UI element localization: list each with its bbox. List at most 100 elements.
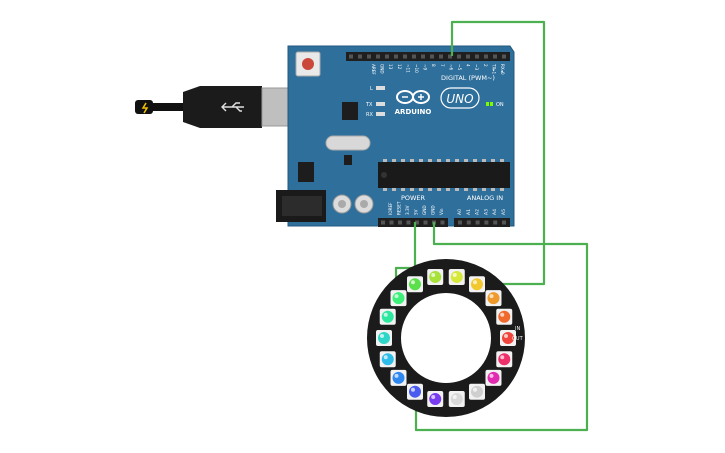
digital-hole[interactable]	[475, 54, 479, 59]
chip-notch	[381, 172, 387, 178]
digital-hole[interactable]	[349, 54, 353, 59]
led-rx	[376, 112, 385, 116]
chip-pin	[455, 188, 459, 191]
power-hole[interactable]	[415, 220, 419, 225]
capacitor-2-top	[360, 200, 368, 208]
pixel-shine	[383, 355, 388, 360]
digital-pin-label: ~6	[448, 64, 453, 71]
led-l-label: L	[370, 86, 373, 92]
chip-pin	[383, 159, 387, 162]
pixel-led[interactable]	[381, 310, 394, 323]
digital-pin-label: 13	[388, 64, 393, 70]
power-header	[378, 218, 448, 227]
digital-pin-label: GND	[380, 64, 385, 74]
power-jack-inner	[282, 196, 322, 216]
usb-icon	[221, 102, 244, 112]
digital-hole[interactable]	[493, 54, 497, 59]
digital-hole[interactable]	[466, 54, 470, 59]
power-hole[interactable]	[398, 220, 402, 225]
power-pin-label: Vin	[439, 208, 444, 215]
pixel-led[interactable]	[429, 270, 442, 283]
arduino-logo-icon	[396, 90, 430, 104]
chip-pin	[482, 188, 486, 191]
pixel-led[interactable]	[471, 385, 483, 398]
power-hole[interactable]	[440, 220, 445, 225]
digital-hole[interactable]	[457, 54, 461, 59]
analog-hole[interactable]	[502, 220, 506, 225]
digital-hole[interactable]	[403, 54, 407, 59]
chip-pin	[500, 188, 504, 191]
uno-badge	[440, 87, 480, 109]
pixel-led[interactable]	[381, 353, 394, 366]
on-led-2	[490, 102, 493, 106]
pixel-led[interactable]	[392, 292, 405, 305]
pixel-led[interactable]	[498, 310, 511, 323]
ring-in-label: IN	[515, 326, 520, 332]
neopixel-ring[interactable]: IN OUT	[367, 259, 525, 417]
digital-hole[interactable]	[385, 54, 389, 59]
pixel-led[interactable]	[409, 385, 421, 398]
led-tx	[376, 102, 385, 106]
chip-pin	[392, 159, 396, 162]
analog-hole[interactable]	[493, 220, 498, 225]
analog-label: ANALOG IN	[467, 194, 503, 202]
brand-label: ARDUINO	[395, 108, 432, 116]
pixel-shine	[489, 294, 494, 299]
reset-button-cap	[302, 58, 314, 70]
atmega-chip-pins	[383, 159, 504, 191]
digital-hole[interactable]	[412, 54, 416, 59]
digital-hole[interactable]	[448, 54, 452, 59]
power-hole[interactable]	[381, 220, 385, 225]
chip-pin	[410, 159, 414, 162]
analog-hole[interactable]	[475, 220, 480, 225]
power-label: POWER	[401, 194, 426, 202]
digital-header	[346, 52, 510, 61]
analog-pin-label: A3	[483, 209, 489, 215]
digital-hole[interactable]	[439, 54, 443, 59]
pixel-led[interactable]	[498, 353, 511, 366]
digital-hole[interactable]	[484, 54, 488, 59]
pixel-led[interactable]	[471, 278, 483, 291]
pixel-led[interactable]	[409, 278, 421, 291]
digital-hole[interactable]	[502, 54, 506, 59]
digital-hole[interactable]	[367, 54, 371, 59]
pixel-led[interactable]	[450, 393, 463, 406]
pixel-shine	[500, 312, 505, 317]
pixel-led[interactable]	[392, 371, 405, 384]
pixel-shine	[473, 280, 477, 285]
chip-pin	[491, 188, 495, 191]
chip-pin	[428, 159, 432, 162]
atmega-chip	[378, 162, 510, 188]
on-led	[486, 102, 489, 106]
digital-hole[interactable]	[421, 54, 425, 59]
analog-hole[interactable]	[466, 220, 471, 225]
analog-hole[interactable]	[484, 220, 489, 225]
power-pin-label: IOREF	[388, 202, 393, 215]
power-hole[interactable]	[406, 220, 411, 225]
pixel-led[interactable]	[450, 270, 463, 283]
digital-pin-label: 2	[483, 64, 488, 67]
wire-ground[interactable]	[414, 222, 589, 432]
chip-pin	[428, 188, 432, 191]
chip-pin	[446, 159, 450, 162]
pixel-led[interactable]	[429, 393, 442, 406]
pixel-led[interactable]	[487, 371, 500, 384]
digital-pin-label: ~11	[405, 64, 410, 73]
pixel-led[interactable]	[378, 332, 390, 344]
digital-hole[interactable]	[358, 54, 362, 59]
pixel-shine	[431, 395, 436, 400]
digital-hole[interactable]	[394, 54, 398, 59]
chip-pin	[464, 159, 468, 162]
pixel-led[interactable]	[487, 292, 500, 305]
digital-pin-label: ~9	[423, 64, 428, 71]
power-hole[interactable]	[389, 220, 394, 225]
digital-hole[interactable]	[430, 54, 434, 59]
digital-hole[interactable]	[376, 54, 380, 59]
wire-signal[interactable]	[450, 20, 546, 286]
analog-hole[interactable]	[458, 220, 462, 225]
led-rx-label: RX	[366, 112, 373, 118]
power-hole[interactable]	[423, 220, 428, 225]
